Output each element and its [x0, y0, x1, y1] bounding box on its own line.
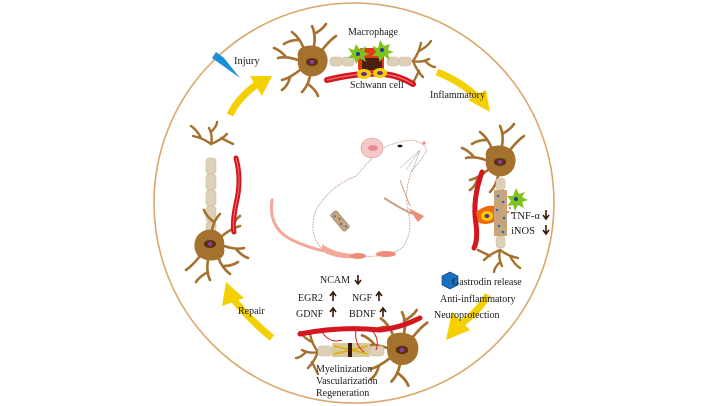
right-marker-tnf: TNF-α — [511, 210, 550, 222]
schwann-cell-label: Schwann cell — [350, 80, 404, 91]
marker-bdnf: BDNF — [349, 306, 387, 320]
marker-ncam: NCAM — [320, 275, 362, 286]
bottom-regenerating-neuron: NCAM EGR2 NGF GDNF BDNF Myelinization Va… — [294, 275, 429, 399]
injury-blade-icon — [212, 52, 240, 78]
injury-marker: Injury — [212, 52, 260, 78]
top-injured-neuron: Macrophage Schwann cell — [272, 22, 437, 98]
anti-inflammatory-label: Anti-inflammatory — [440, 294, 516, 305]
repair-label: Repair — [238, 306, 265, 317]
cycle-arrows — [222, 68, 492, 341]
bdnf-label: BDNF — [349, 309, 376, 320]
egr2-up-arrow-icon — [329, 290, 337, 301]
marker-egr2: EGR2 — [298, 290, 337, 304]
arrow-inflammatory — [435, 68, 490, 112]
marker-gdnf: GDNF — [296, 306, 337, 320]
neuroprotection-label: Neuroprotection — [434, 310, 500, 321]
tnf-alpha-label: TNF-α — [511, 211, 540, 222]
gdnf-label: GDNF — [296, 309, 324, 320]
right-blood-vessel — [471, 169, 485, 251]
ncam-down-arrow-icon — [354, 275, 362, 286]
macrophage-label: Macrophage — [348, 27, 399, 38]
gastrodin-release-label: Gastrodin release — [452, 277, 522, 288]
bdnf-up-arrow-icon — [379, 306, 387, 317]
inos-down-arrow-icon — [542, 225, 550, 236]
outcome-vascularization: Vascularization — [316, 376, 378, 387]
arrow-injury-to-top — [226, 76, 272, 117]
arrow-treatment — [446, 293, 492, 340]
macrophage-cluster — [348, 40, 394, 79]
gastrodin-hexagon-icon — [441, 271, 459, 290]
ngf-up-arrow-icon — [375, 290, 383, 301]
marker-ngf: NGF — [352, 290, 383, 304]
inos-label: iNOS — [511, 226, 535, 237]
ngf-label: NGF — [352, 293, 372, 304]
ncam-label: NCAM — [320, 275, 350, 286]
right-marker-inos: iNOS — [511, 225, 550, 237]
outcome-regeneration: Regeneration — [316, 388, 369, 399]
gdnf-up-arrow-icon — [329, 306, 337, 317]
egr2-label: EGR2 — [298, 293, 323, 304]
left-healthy-neuron — [184, 120, 250, 284]
outcome-myelinization: Myelinization — [316, 364, 372, 375]
inflammatory-label: Inflammatory — [430, 90, 485, 101]
right-treated-neuron: TNF-α iNOS — [460, 122, 550, 274]
gastrodin-treatment: Gastrodin release Anti-inflammatory Neur… — [434, 271, 522, 321]
tnf-down-arrow-icon — [542, 210, 550, 221]
arrow-repair — [222, 282, 275, 341]
bottom-blood-vessel — [297, 315, 423, 337]
cycle-circle — [153, 2, 555, 404]
rat-illustration — [269, 137, 427, 259]
injury-label: Injury — [234, 56, 260, 67]
